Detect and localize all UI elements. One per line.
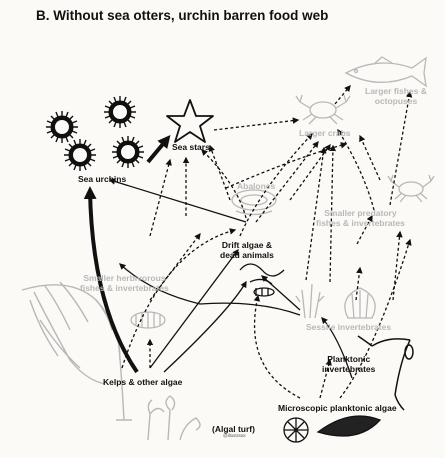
abalone-icon — [232, 190, 276, 215]
node-planktonic-line2: invertebrates — [322, 364, 375, 374]
sea-urchin-icon — [46, 96, 144, 171]
node-smaller-predatory-line2: fishes & invertebrates — [316, 218, 405, 228]
drift-debris-icon — [240, 264, 284, 296]
node-larger-fishes-line2: octopuses — [365, 96, 427, 106]
node-larger-crabs: Larger crabs — [299, 128, 351, 138]
algal-turf-icon — [148, 396, 200, 440]
node-drift-algae: Drift algae & dead animals — [220, 240, 274, 260]
sea-star-icon — [167, 100, 213, 142]
chiton-icon — [131, 312, 165, 328]
credit-text: @illustrator — [223, 433, 246, 438]
node-sessile-invertebrates: Sessile invertebrates — [306, 322, 391, 332]
node-planktonic-line1: Planktonic — [322, 354, 375, 364]
node-larger-fishes-line1: Larger fishes & — [365, 86, 427, 96]
diatom-icon — [284, 416, 380, 442]
node-smaller-herbivorous: Smaller herbivorous fishes & invertebrat… — [80, 273, 169, 293]
node-drift-algae-line2: dead animals — [220, 250, 274, 260]
node-smaller-predatory: Smaller predatory fishes & invertebrates — [316, 208, 405, 228]
node-kelps: Kelps & other algae — [103, 377, 182, 387]
crab-icon — [296, 95, 350, 124]
node-smaller-herbivorous-line2: fishes & invertebrates — [80, 283, 169, 293]
node-larger-fishes: Larger fishes & octopuses — [365, 86, 427, 106]
crab-icon — [388, 175, 434, 202]
node-sea-stars: Sea stars — [172, 142, 210, 152]
node-smaller-predatory-line1: Smaller predatory — [316, 208, 405, 218]
scallop-icon — [296, 284, 375, 318]
node-planktonic-invertebrates: Planktonic invertebrates — [322, 354, 375, 374]
node-abalones: Abalones — [237, 181, 275, 191]
node-microscopic-algae: Microscopic planktonic algae — [278, 403, 397, 413]
node-smaller-herbivorous-line1: Smaller herbivorous — [80, 273, 169, 283]
kelp-icon — [22, 282, 132, 420]
fish-icon — [346, 57, 426, 86]
node-sea-urchins: Sea urchins — [78, 174, 126, 184]
node-drift-algae-line1: Drift algae & — [220, 240, 274, 250]
